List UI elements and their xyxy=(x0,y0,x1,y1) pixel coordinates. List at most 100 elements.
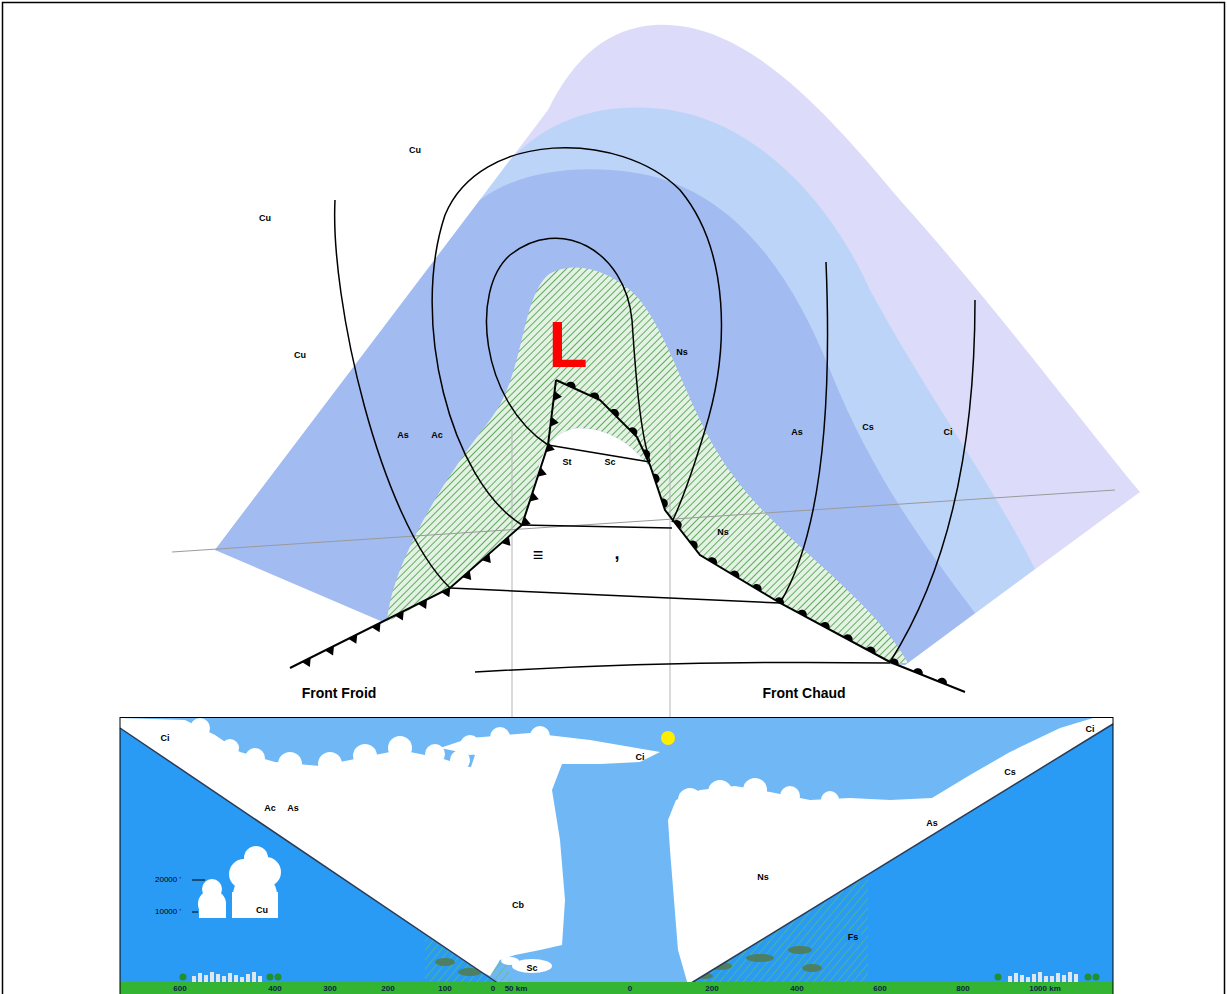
building-icon xyxy=(1026,977,1030,982)
distance-label: 200 xyxy=(705,985,718,993)
cloud-type-label: Cb xyxy=(512,901,524,910)
distance-label: 600 xyxy=(173,985,186,993)
building-icon xyxy=(216,974,220,982)
distance-label: 400 xyxy=(268,985,281,993)
building-icon xyxy=(1050,976,1054,982)
cold-front-cloud-mass xyxy=(120,718,480,971)
cloud-type-label: Ac xyxy=(431,431,443,440)
warm-front-semicircle xyxy=(674,520,682,529)
precipitation-band xyxy=(387,268,908,663)
cloud-type-label: Cu xyxy=(259,214,271,223)
warm-front-semicircle xyxy=(610,409,619,418)
cloud-type-label: Cs xyxy=(1004,768,1016,777)
ground xyxy=(120,982,1113,994)
cloud-type-label: Sc xyxy=(526,964,537,973)
warm-front-surface xyxy=(688,724,1113,985)
cloud-type-label: As xyxy=(791,428,803,437)
distance-label: 0 xyxy=(628,985,632,993)
building-icon xyxy=(1056,973,1060,982)
warm-front-semicircle xyxy=(866,647,875,654)
building-icon xyxy=(234,975,238,982)
cloud-bump xyxy=(821,791,839,809)
cold-front-triangle xyxy=(395,611,404,620)
distance-label: 100 xyxy=(438,985,451,993)
building-icon xyxy=(1038,972,1042,982)
panel-border xyxy=(120,717,1113,718)
building-icon xyxy=(1074,974,1078,982)
cold-front-triangle xyxy=(372,623,381,632)
distance-label: 200 xyxy=(381,985,394,993)
cloud-type-label: Ac xyxy=(264,804,276,813)
warm-front-semicircle xyxy=(937,678,947,685)
cloud-bump xyxy=(460,735,480,755)
cold-front-triangle xyxy=(530,492,539,502)
cloud-bump xyxy=(678,788,702,812)
warm-front-semicircle xyxy=(566,382,576,389)
building-icon xyxy=(246,974,250,982)
warm-front-semicircle xyxy=(889,658,899,665)
cloud-bump xyxy=(425,744,445,764)
warm-front-semicircle xyxy=(752,584,761,592)
sky xyxy=(120,718,1113,994)
cloud-bump xyxy=(743,778,767,802)
cold-front-triangle xyxy=(501,536,510,545)
section-guide xyxy=(512,430,513,717)
warm-front-semicircle xyxy=(661,498,668,508)
fog-symbol: ≡ xyxy=(533,546,544,564)
cloud-bump xyxy=(278,752,302,776)
cumulonimbus xyxy=(440,733,660,976)
cloud-type-label: Cu xyxy=(294,351,306,360)
building-icon xyxy=(1008,976,1012,982)
tree-icon xyxy=(995,974,1002,981)
front-name: Front Chaud xyxy=(762,686,845,700)
cumulus xyxy=(202,879,222,899)
distance-label: 50 km xyxy=(505,985,528,993)
cold-front-triangle xyxy=(522,517,531,527)
isobar xyxy=(780,262,828,603)
cloud-type-label: Cu xyxy=(409,146,421,155)
isobar xyxy=(522,525,672,528)
building-icon xyxy=(258,976,262,982)
building-icon xyxy=(1020,975,1024,982)
cloud-bump xyxy=(780,786,800,806)
building-icon xyxy=(222,976,226,982)
drizzle-symbol: , xyxy=(614,544,619,562)
warm-front-semicircle xyxy=(843,634,852,641)
building-icon xyxy=(198,973,202,982)
building-icon xyxy=(1032,974,1036,982)
cold-front-triangle xyxy=(418,600,427,609)
building-icon xyxy=(1014,973,1018,982)
cold-front-triangle xyxy=(482,554,491,563)
cloud-type-label: Ns xyxy=(717,528,729,537)
warm-front-semicircle xyxy=(643,450,650,460)
isobar xyxy=(335,200,450,588)
cloud-type-label: Ci xyxy=(944,428,953,437)
cloud-type-label: Ci xyxy=(636,753,645,762)
stratocumulus xyxy=(501,957,519,965)
warm-front-line xyxy=(556,380,965,692)
cloud-type-label: Ci xyxy=(161,734,170,743)
building-icon xyxy=(240,977,244,982)
building-icon xyxy=(252,972,256,982)
distance-label: 300 xyxy=(323,985,336,993)
front-symbols xyxy=(302,382,947,685)
isobar xyxy=(450,588,780,603)
cloud-type-label: As xyxy=(397,431,409,440)
cloud-type-label: Fs xyxy=(846,932,861,943)
cloud-bump xyxy=(318,752,342,776)
tree-icon xyxy=(1093,974,1100,981)
building-icon xyxy=(210,972,214,982)
tree-icon xyxy=(267,974,274,981)
cold-front-triangle xyxy=(325,646,334,655)
cold-front-triangle xyxy=(348,634,357,643)
ground-features xyxy=(180,972,1100,982)
altitude-label: 20000 ' xyxy=(155,876,181,884)
cold-front-triangle xyxy=(553,391,562,401)
distance-label: 400 xyxy=(790,985,803,993)
cloud-bump xyxy=(221,739,239,757)
tree-icon xyxy=(1085,974,1092,981)
cloud-bump xyxy=(353,744,377,768)
front-name: Front Froid xyxy=(302,686,377,700)
